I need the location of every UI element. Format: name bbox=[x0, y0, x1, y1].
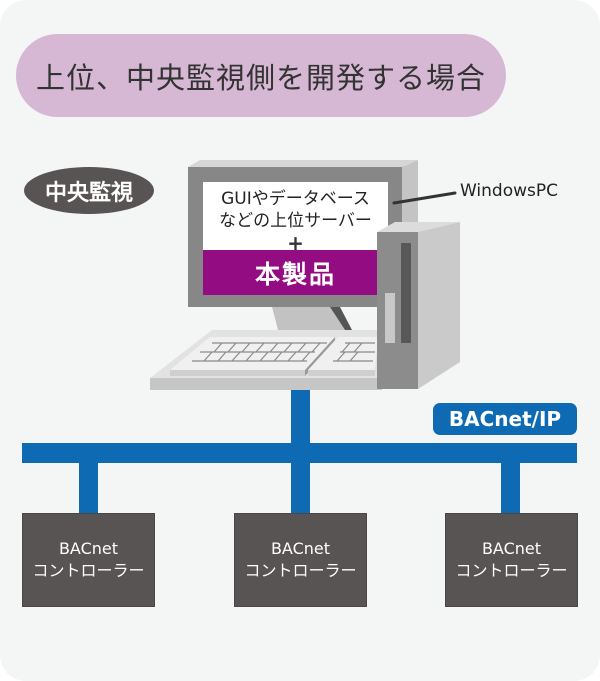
pc-drop-line bbox=[291, 389, 310, 513]
controller-line-2: コントローラー bbox=[32, 561, 145, 580]
title-banner: 上位、中央監視側を開発する場合 bbox=[16, 34, 506, 117]
pc-callout-line bbox=[392, 191, 457, 205]
monitor-icon bbox=[188, 160, 418, 330]
network-lines bbox=[22, 389, 577, 513]
screen-line-1: GUIやデータベース bbox=[221, 189, 370, 209]
keyboard-icon bbox=[150, 330, 400, 390]
pc-tower-icon bbox=[377, 222, 460, 389]
controller-line-1: BACnet bbox=[270, 539, 331, 558]
controller-line-2: コントローラー bbox=[455, 561, 568, 580]
product-label: 本製品 bbox=[254, 259, 336, 289]
drop-line-1 bbox=[79, 463, 98, 513]
bacnet-ip-label: BACnet/IP bbox=[448, 407, 562, 431]
controller-line-2: コントローラー bbox=[244, 561, 357, 580]
controller-line-1: BACnet bbox=[481, 539, 542, 558]
plus-sign: + bbox=[287, 231, 304, 255]
diagram-title: 上位、中央監視側を開発する場合 bbox=[35, 60, 486, 95]
bacnet-ip-badge: BACnet/IP bbox=[433, 403, 577, 435]
controller-box: BACnet コントローラー bbox=[22, 513, 155, 607]
controller-box: BACnet コントローラー bbox=[445, 513, 578, 607]
central-monitoring-badge: 中央監視 bbox=[24, 167, 154, 214]
screen-text: GUIやデータベース などの上位サーバー bbox=[203, 182, 388, 238]
controller-line-1: BACnet bbox=[58, 539, 119, 558]
windows-pc-label: WindowsPC bbox=[460, 181, 559, 201]
controller-box: BACnet コントローラー bbox=[234, 513, 367, 607]
central-monitoring-label: 中央監視 bbox=[44, 180, 133, 206]
product-panel bbox=[203, 250, 388, 295]
drop-line-3 bbox=[501, 463, 520, 513]
screen-line-2: などの上位サーバー bbox=[219, 211, 372, 231]
